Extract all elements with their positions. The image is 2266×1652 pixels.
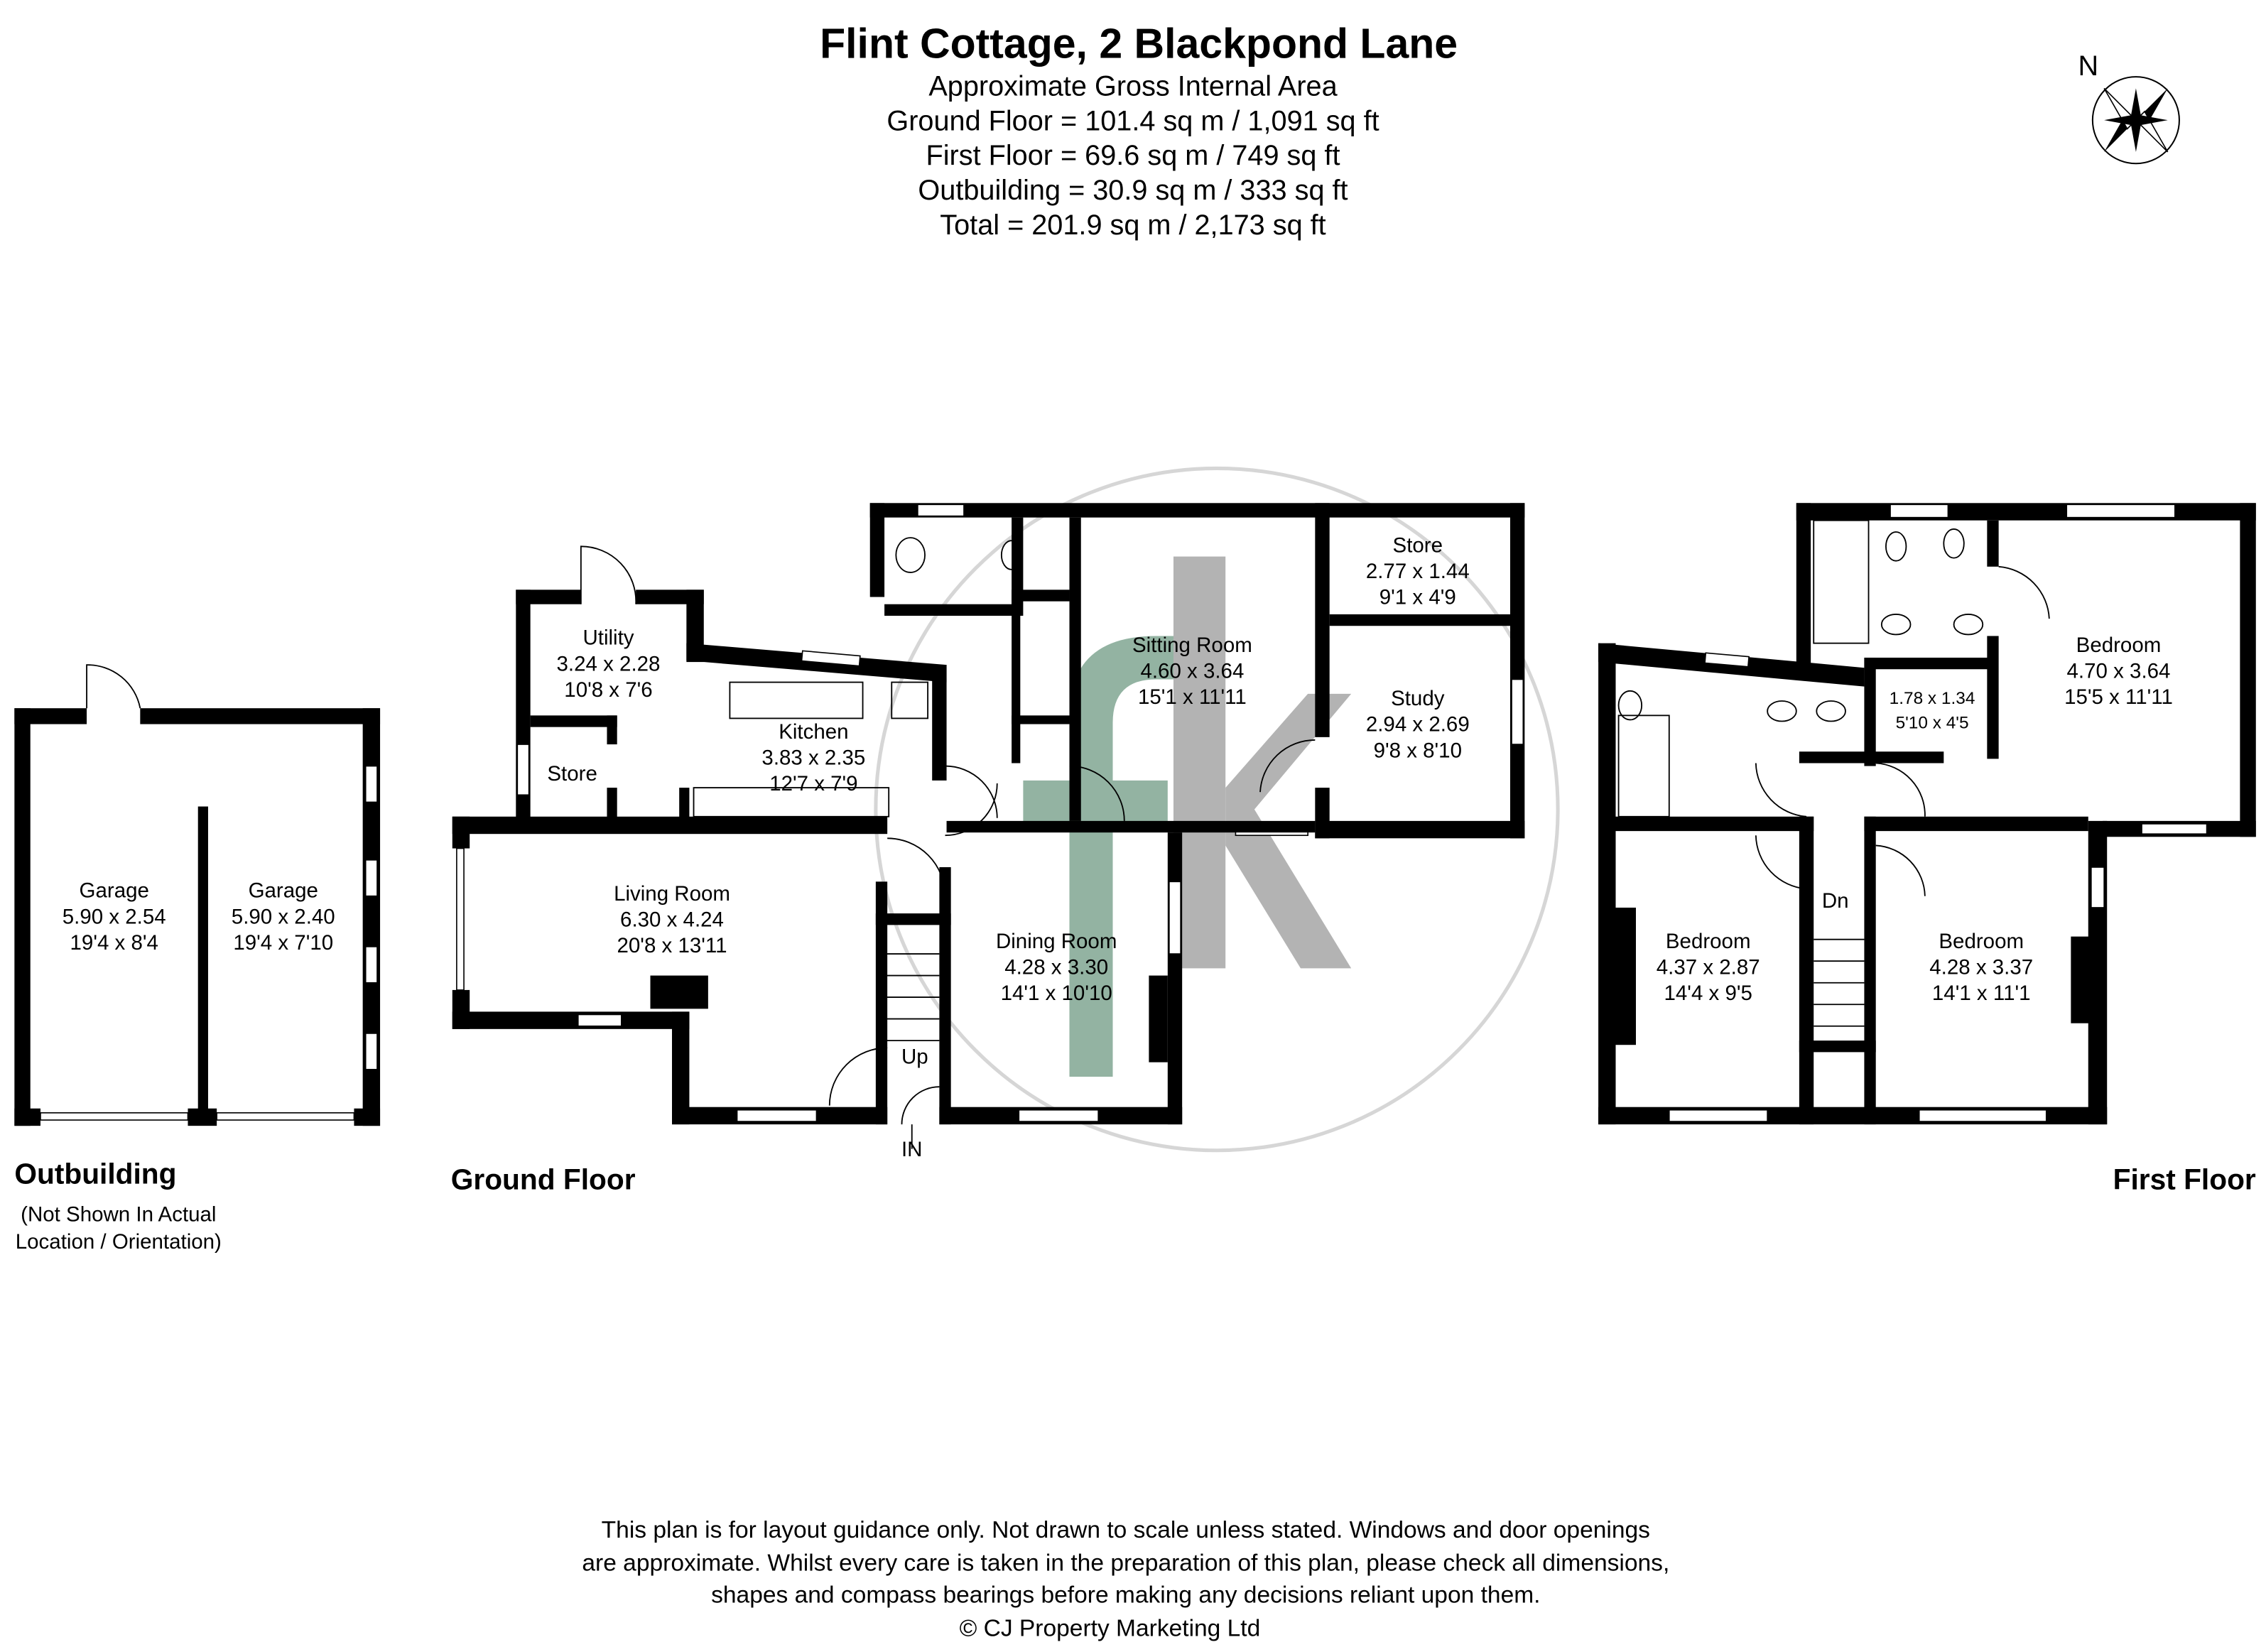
room-name: Kitchen bbox=[779, 720, 848, 744]
stairs-down-label: Dn bbox=[1822, 889, 1849, 913]
area-first-floor: First Floor = 69.6 sq m / 749 sq ft bbox=[926, 140, 1340, 171]
room-imperial: 19'4 x 8'4 bbox=[70, 931, 158, 955]
room-name: Bedroom bbox=[1666, 930, 1751, 953]
room-imperial: 10'8 x 7'6 bbox=[564, 678, 652, 702]
room-metric: 2.94 x 2.69 bbox=[1366, 713, 1470, 737]
outbuilding-section-title: Outbuilding bbox=[14, 1158, 176, 1190]
area-ground-floor: Ground Floor = 101.4 sq m / 1,091 sq ft bbox=[887, 105, 1379, 136]
room-label: Store 2.77 x 1.44 9'1 x 4'9 bbox=[1366, 533, 1470, 609]
outbuilding-note-line-1: (Not Shown In Actual bbox=[21, 1202, 216, 1226]
property-title: Flint Cottage, 2 Blackpond Lane bbox=[820, 21, 1458, 67]
compass-rose-icon: N bbox=[2078, 50, 2180, 165]
room-metric: 4.60 x 3.64 bbox=[1140, 659, 1244, 683]
room-name: Living Room bbox=[614, 882, 730, 906]
room-metric: 4.28 x 3.30 bbox=[1004, 956, 1108, 979]
room-name: Garage bbox=[80, 879, 149, 903]
room-imperial: 15'1 x 11'11 bbox=[1138, 685, 1247, 709]
room-name: Store bbox=[547, 762, 597, 786]
room-imperial: 9'1 x 4'9 bbox=[1379, 586, 1456, 609]
room-name: Study bbox=[1391, 687, 1445, 710]
room-label: Dining Room 4.28 x 3.30 14'1 x 10'10 bbox=[996, 930, 1117, 1005]
room-label: Bedroom 4.28 x 3.37 14'1 x 11'1 bbox=[1929, 930, 2033, 1005]
room-imperial: 14'1 x 11'1 bbox=[1932, 982, 2031, 1005]
room-label: Store bbox=[547, 762, 597, 786]
disclaimer-line-3: shapes and compass bearings before makin… bbox=[711, 1582, 1540, 1609]
room-name: Garage bbox=[249, 879, 318, 903]
room-imperial: 12'7 x 7'9 bbox=[769, 772, 857, 795]
room-metric: 3.24 x 2.28 bbox=[557, 652, 661, 675]
first-floor-plan bbox=[1598, 503, 2256, 1125]
room-imperial: 14'4 x 9'5 bbox=[1664, 982, 1752, 1005]
room-metric: 5.90 x 2.40 bbox=[232, 905, 335, 928]
area-heading: Approximate Gross Internal Area bbox=[928, 71, 1338, 102]
room-metric: 4.28 x 3.37 bbox=[1929, 956, 2033, 979]
room-name: Bedroom bbox=[1939, 930, 2024, 953]
outbuilding-plan bbox=[14, 664, 381, 1126]
area-total: Total = 201.9 sq m / 2,173 sq ft bbox=[940, 210, 1326, 241]
entrance-label: IN bbox=[901, 1138, 923, 1161]
first-floor-section-title: First Floor bbox=[2113, 1163, 2256, 1196]
stairs-up-label: Up bbox=[901, 1045, 928, 1069]
room-metric: 4.37 x 2.87 bbox=[1657, 956, 1760, 979]
room-imperial: 15'5 x 11'11 bbox=[2064, 685, 2173, 709]
room-name: Utility bbox=[582, 626, 634, 650]
room-metric: 2.77 x 1.44 bbox=[1366, 560, 1470, 583]
disclaimer-line-2: are approximate. Whilst every care is ta… bbox=[582, 1550, 1669, 1577]
room-imperial: 5'10 x 4'5 bbox=[1896, 714, 1969, 733]
room-imperial: 19'4 x 7'10 bbox=[233, 931, 333, 955]
copyright-notice: © CJ Property Marketing Ltd bbox=[960, 1615, 1261, 1641]
room-name: Bedroom bbox=[2076, 634, 2162, 657]
outbuilding-note-line-2: Location / Orientation) bbox=[16, 1230, 222, 1254]
room-metric: 4.70 x 3.64 bbox=[2067, 659, 2171, 683]
area-outbuilding: Outbuilding = 30.9 sq m / 333 sq ft bbox=[918, 175, 1348, 206]
ground-floor-section-title: Ground Floor bbox=[451, 1163, 636, 1196]
room-name: Dining Room bbox=[996, 930, 1117, 953]
room-metric: 3.83 x 2.35 bbox=[761, 746, 865, 770]
room-name: Sitting Room bbox=[1132, 634, 1252, 657]
room-label: Study 2.94 x 2.699'8 x 8'10 bbox=[1366, 687, 1470, 762]
room-imperial: 20'8 x 13'11 bbox=[617, 934, 727, 957]
room-label: 1.78 x 1.34 5'10 x 4'5 bbox=[1890, 689, 1975, 733]
room-metric: 5.90 x 2.54 bbox=[63, 905, 166, 928]
room-name: Store bbox=[1393, 533, 1443, 557]
room-label: Bedroom 4.37 x 2.87 14'4 x 9'5 bbox=[1657, 930, 1760, 1005]
disclaimer-line-1: This plan is for layout guidance only. N… bbox=[602, 1517, 1650, 1543]
room-imperial: 9'8 x 8'10 bbox=[1374, 739, 1462, 762]
room-metric: 6.30 x 4.24 bbox=[620, 908, 724, 931]
ground-floor-plan bbox=[452, 503, 1525, 1149]
room-imperial: 14'1 x 10'10 bbox=[1001, 982, 1112, 1005]
room-metric: 1.78 x 1.34 bbox=[1890, 689, 1975, 708]
compass-north-label: N bbox=[2078, 50, 2098, 82]
